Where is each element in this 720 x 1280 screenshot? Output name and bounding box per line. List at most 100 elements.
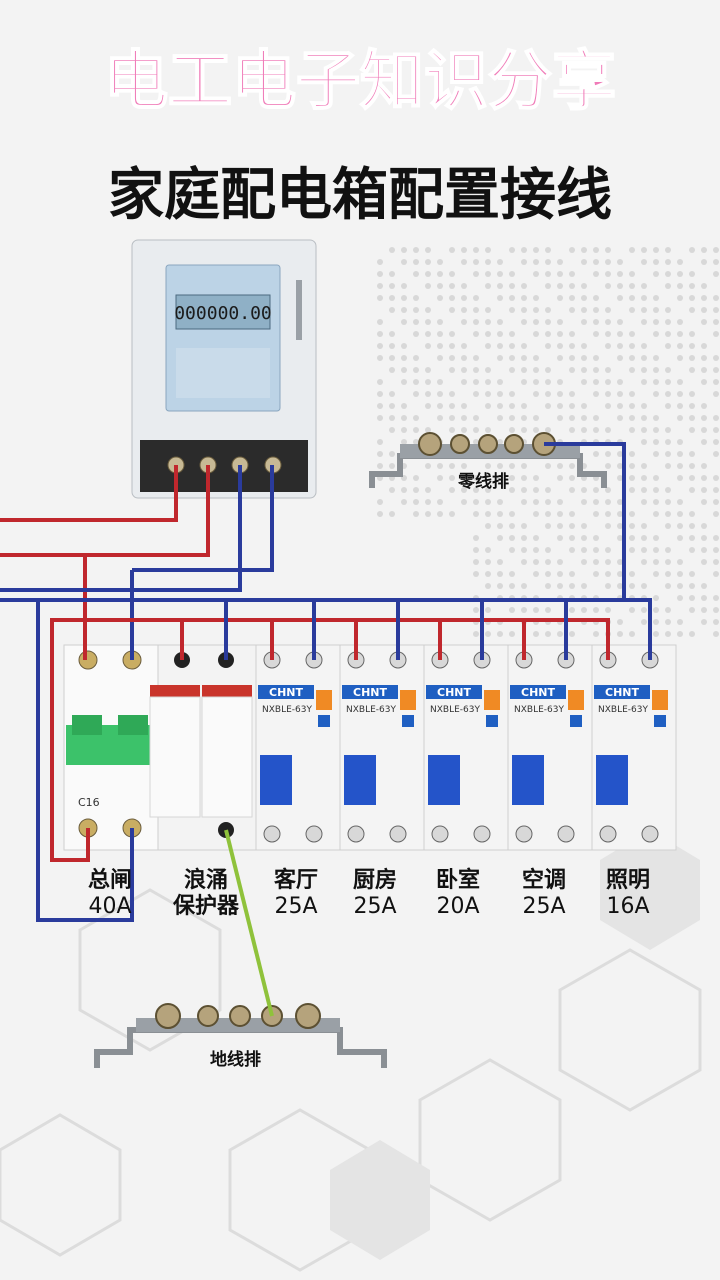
map-dot [665,571,671,577]
map-dot [605,571,611,577]
map-dot [449,415,455,421]
map-dot [653,511,659,517]
map-dot [641,487,647,493]
map-dot [533,295,539,301]
map-dot [653,367,659,373]
map-dot [485,247,491,253]
map-dot [677,595,683,601]
map-dot [713,547,719,553]
map-dot [569,247,575,253]
map-dot [485,283,491,289]
map-dot [413,415,419,421]
map-dot [593,571,599,577]
map-dot [653,331,659,337]
map-dot [521,259,527,265]
map-dot [581,283,587,289]
map-dot [473,391,479,397]
map-dot [473,475,479,481]
map-dot [449,295,455,301]
map-dot [581,535,587,541]
map-dot [533,487,539,493]
map-dot [629,415,635,421]
map-dot [605,499,611,505]
map-dot [653,595,659,601]
circuit-name: 卧室 [435,868,480,893]
map-dot [497,379,503,385]
map-dot [593,547,599,553]
map-dot [713,595,719,601]
map-dot [629,571,635,577]
map-dot [389,487,395,493]
map-dot [557,475,563,481]
map-dot [665,331,671,337]
map-dot [533,319,539,325]
map-dot [485,571,491,577]
map-dot [689,511,695,517]
map-dot [701,595,707,601]
map-dot [557,283,563,289]
map-dot [509,295,515,301]
map-dot [593,319,599,325]
map-dot [689,523,695,529]
map-dot [689,547,695,553]
map-dot [689,355,695,361]
map-dot [653,475,659,481]
map-dot [449,487,455,493]
map-dot [677,451,683,457]
map-dot [593,367,599,373]
map-dot [629,451,635,457]
map-dot [629,631,635,637]
map-dot [449,475,455,481]
map-dot [641,283,647,289]
map-dot [497,583,503,589]
rcbo-model: NXBLE-63Y [430,705,480,715]
map-dot [617,499,623,505]
map-dot [377,439,383,445]
map-dot [689,307,695,313]
map-dot [629,247,635,253]
map-dot [485,547,491,553]
map-dot [701,403,707,409]
map-dot [641,343,647,349]
map-dot [665,319,671,325]
map-dot [617,523,623,529]
neutral-bar [369,432,607,488]
map-dot [569,295,575,301]
map-dot [533,415,539,421]
map-dot [413,487,419,493]
map-dot [485,427,491,433]
map-dot [545,319,551,325]
map-dot [521,415,527,421]
map-dot [389,307,395,313]
map-dot [605,403,611,409]
map-dot [653,247,659,253]
map-dot [665,271,671,277]
map-dot [629,367,635,373]
map-dot [593,427,599,433]
map-dot [569,523,575,529]
map-dot [533,499,539,505]
map-dot [509,367,515,373]
map-dot [497,631,503,637]
map-dot [545,283,551,289]
map-dot [461,295,467,301]
map-dot [605,451,611,457]
map-dot [557,571,563,577]
map-dot [617,511,623,517]
map-dot [641,403,647,409]
main-breaker [63,644,159,851]
map-dot [677,415,683,421]
map-dot [581,319,587,325]
meter-reading: 000000.00 [174,303,272,324]
map-dot [545,247,551,253]
map-dot [449,331,455,337]
map-dot [629,331,635,337]
map-dot [713,559,719,565]
map-dot [593,415,599,421]
map-dot [557,379,563,385]
map-dot [509,415,515,421]
map-dot [581,343,587,349]
map-dot [437,511,443,517]
